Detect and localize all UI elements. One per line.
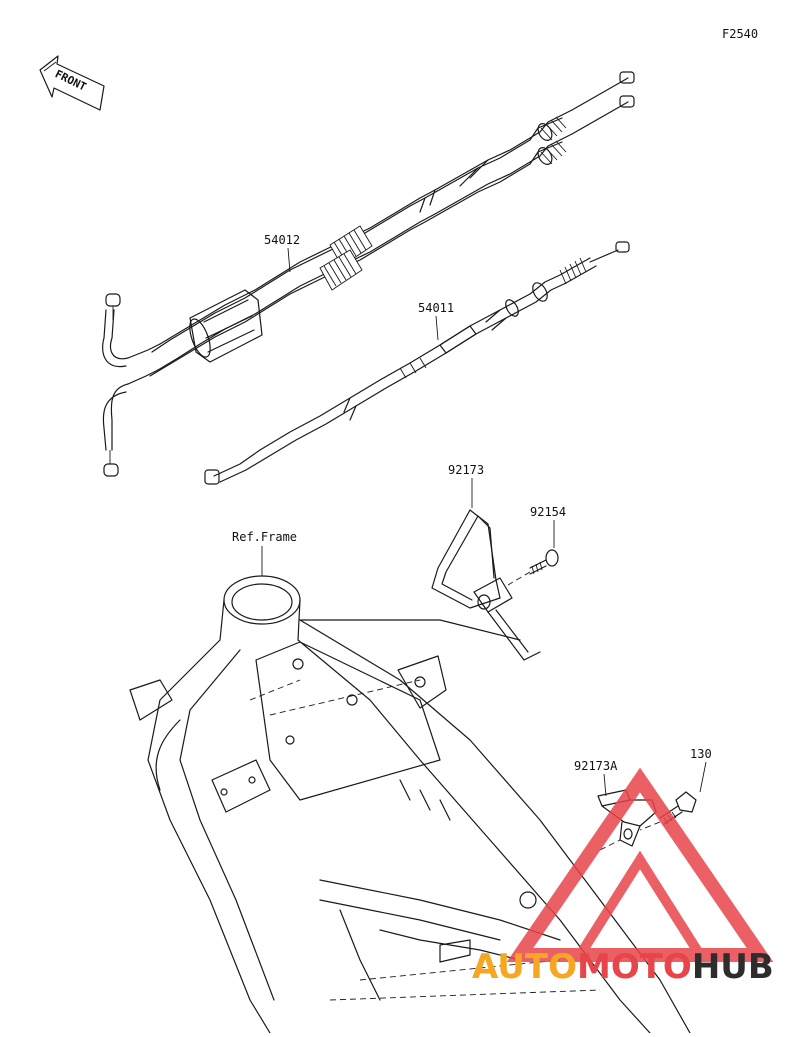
cable-guide (431, 509, 541, 661)
label-54011: 54011 (418, 301, 454, 315)
label-92173: 92173 (448, 463, 484, 477)
label-ref-frame: Ref.Frame (232, 530, 297, 544)
flanged-bolt (529, 549, 559, 575)
throttle-cable-assembly (102, 71, 635, 477)
label-92154: 92154 (530, 505, 566, 519)
front-arrow-icon: FRONT (39, 55, 105, 111)
label-92173a: 92173A (574, 759, 618, 773)
figure-code: F2540 (722, 27, 758, 41)
frame (129, 575, 691, 1034)
clutch-cable (204, 241, 630, 485)
watermark-logo (506, 767, 774, 962)
label-130: 130 (690, 747, 712, 761)
label-54012: 54012 (264, 233, 300, 247)
watermark-text: AUTOMOTOHUB (472, 947, 774, 987)
